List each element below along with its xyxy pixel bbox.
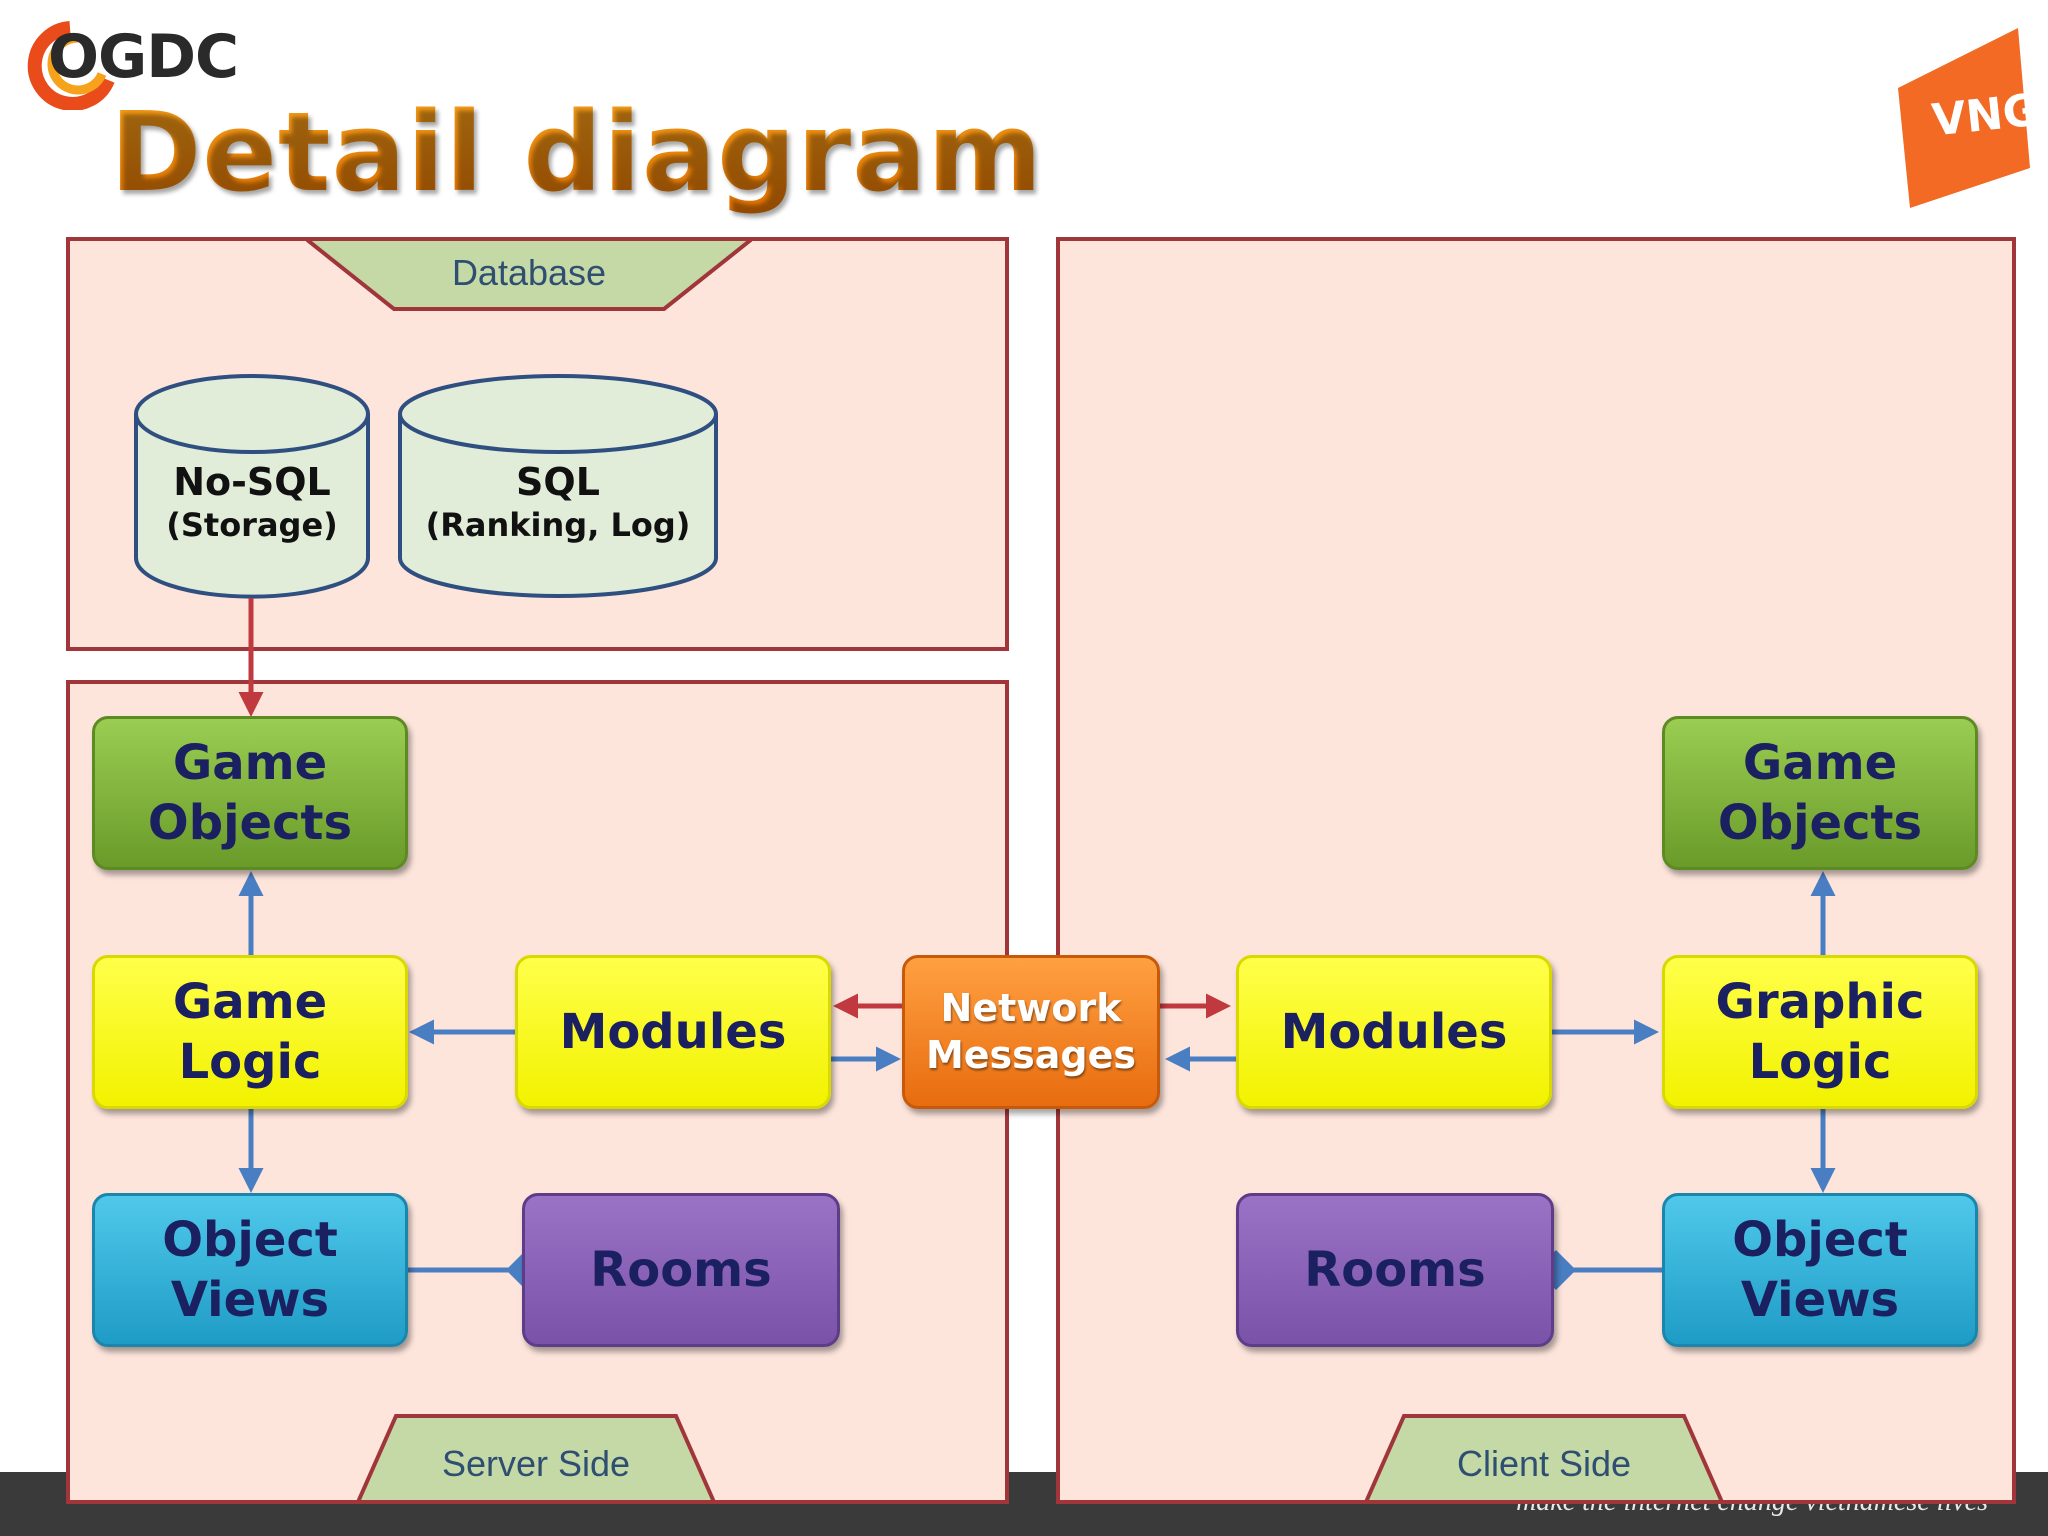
- server-side-label-tab: [356, 1414, 716, 1504]
- server-game-logic-label: Game Logic: [172, 974, 328, 1090]
- nosql-title: No-SQL: [173, 460, 331, 504]
- server-object-views-label: Object Views: [162, 1212, 338, 1328]
- server-game-objects-label: Game Objects: [147, 735, 353, 851]
- network-messages-box: Network Messages: [902, 955, 1160, 1109]
- server-game-logic-box: Game Logic: [92, 955, 408, 1109]
- server-modules-label: Modules: [559, 1004, 787, 1060]
- logo-text: OGDC: [48, 22, 239, 92]
- network-messages-label: Network Messages: [925, 985, 1137, 1078]
- server-modules-box: Modules: [515, 955, 831, 1109]
- database-label: Database: [451, 252, 607, 293]
- client-game-objects-label: Game Objects: [1717, 735, 1923, 851]
- client-graphic-logic-box: Graphic Logic: [1662, 955, 1978, 1109]
- client-side-label-tab: [1364, 1414, 1724, 1504]
- page-title: Detail diagram: [110, 88, 1043, 216]
- vng-logo-icon: [1898, 28, 2030, 208]
- server-game-objects-box: Game Objects: [92, 716, 408, 870]
- client-rooms-label: Rooms: [1304, 1242, 1486, 1298]
- server-object-views-box: Object Views: [92, 1193, 408, 1347]
- server-rooms-label: Rooms: [590, 1242, 772, 1298]
- server-rooms-box: Rooms: [522, 1193, 840, 1347]
- client-rooms-box: Rooms: [1236, 1193, 1554, 1347]
- server-side-label: Server Side: [441, 1443, 631, 1484]
- sql-database: SQL (Ranking, Log): [396, 460, 720, 544]
- client-modules-box: Modules: [1236, 955, 1552, 1109]
- client-modules-label: Modules: [1280, 1004, 1508, 1060]
- sql-database-icon: [398, 374, 718, 598]
- client-side-label: Client Side: [1456, 1443, 1632, 1484]
- client-game-objects-box: Game Objects: [1662, 716, 1978, 870]
- client-object-views-box: Object Views: [1662, 1193, 1978, 1347]
- sql-title: SQL: [516, 460, 600, 504]
- sql-subtitle: (Ranking, Log): [425, 505, 691, 544]
- nosql-subtitle: (Storage): [166, 505, 338, 544]
- database-label-tab: [306, 237, 752, 311]
- client-object-views-label: Object Views: [1732, 1212, 1908, 1328]
- nosql-database-icon: [134, 374, 370, 599]
- client-graphic-logic-label: Graphic Logic: [1715, 974, 1925, 1090]
- nosql-database: No-SQL (Storage): [132, 460, 372, 544]
- ogdc-logo-icon: [27, 21, 115, 110]
